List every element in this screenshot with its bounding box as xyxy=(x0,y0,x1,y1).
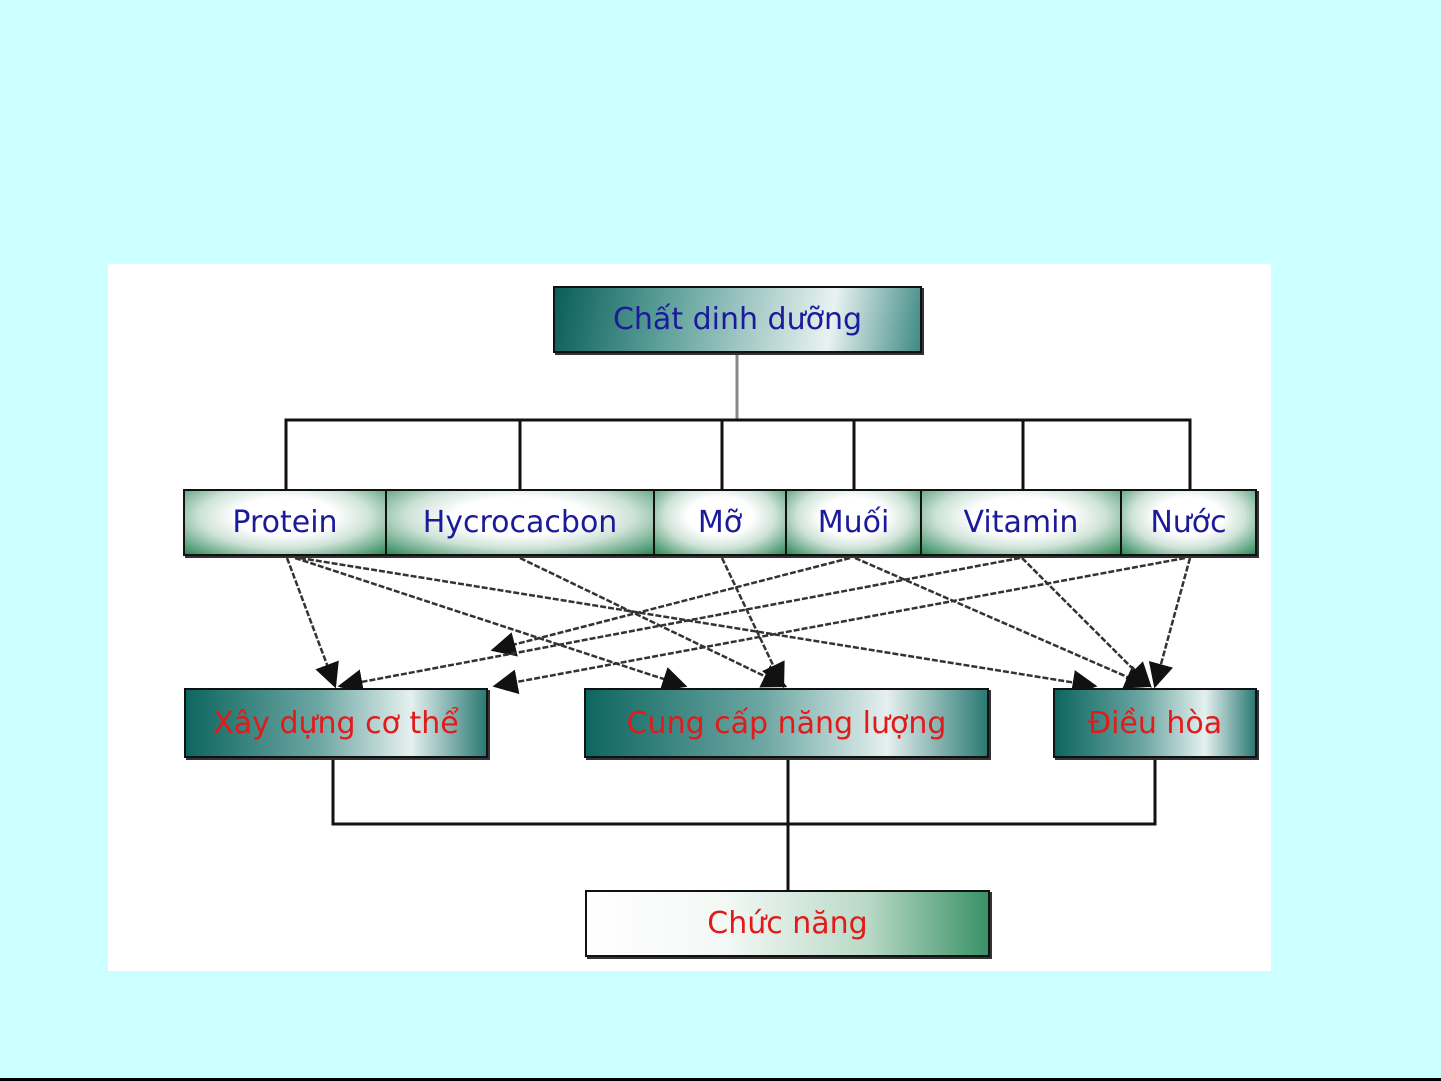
nutrient-protein: Protein xyxy=(185,491,387,554)
nutrient-hycrocacbon: Hycrocacbon xyxy=(387,491,655,554)
function-regulation: Điều hòa xyxy=(1053,688,1257,758)
nutrient-vitamin: Vitamin xyxy=(922,491,1122,554)
bottom-border xyxy=(0,1078,1441,1081)
diagram-panel xyxy=(108,264,1271,971)
nutrient-mo: Mỡ xyxy=(655,491,787,554)
function-energy: Cung cấp năng lượng xyxy=(584,688,989,758)
nutrients-title-box: Chất dinh dưỡng xyxy=(553,286,922,353)
function-build-body: Xây dựng cơ thể xyxy=(184,688,488,758)
arrows xyxy=(285,556,1192,695)
nutrient-muoi: Muối xyxy=(787,491,922,554)
tree-lines xyxy=(284,353,1192,890)
nutrient-row: Protein Hycrocacbon Mỡ Muối Vitamin Nước xyxy=(183,489,1257,556)
function-result-box: Chức năng xyxy=(585,890,990,957)
nutrient-nuoc: Nước xyxy=(1122,491,1255,554)
